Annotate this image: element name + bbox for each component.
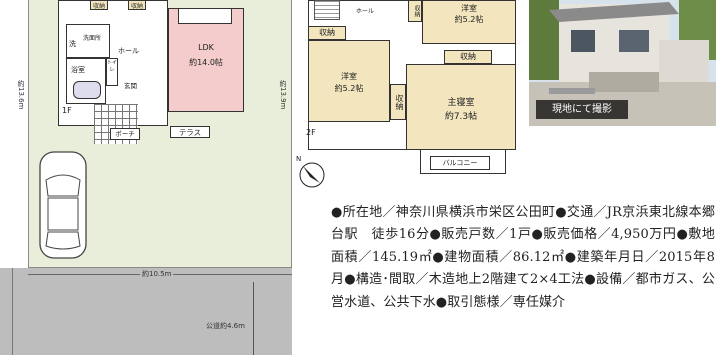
youshitsu-a-name: 洋室 [461, 4, 477, 13]
washroom-label: 洗面所 [83, 35, 102, 42]
ldk-name: LDK [198, 43, 214, 52]
storage-right: 収納 [444, 50, 492, 64]
master-size: 約7.3帖 [444, 112, 478, 122]
youshitsu-b-size: 約5.2帖 [334, 84, 364, 93]
north-arrow-icon [299, 162, 325, 188]
house-photo-illustration [529, 0, 716, 126]
terrace-label: テラス [170, 126, 210, 138]
compass: N [296, 155, 326, 191]
ldk-size: 約14.0帖 [189, 58, 223, 67]
car-icon [39, 151, 87, 259]
youshitsu-b-name: 洋室 [341, 72, 357, 81]
balcony-label: バルコニー [430, 156, 490, 170]
storage-a: 収納 [90, 0, 108, 10]
entrance-label: 玄関 [124, 82, 137, 90]
bathroom: 浴室 [66, 58, 106, 104]
washroom: 洗 洗面所 [66, 24, 110, 58]
hall-label: ホール [118, 47, 139, 55]
storage-b: 収納 [128, 0, 146, 10]
dimension-road: 公道約4.6m [206, 322, 245, 330]
ldk-room: LDK 約14.0帖 [168, 8, 244, 112]
master-bedroom: 主寝室 約7.3帖 [406, 64, 516, 150]
wash-label: 洗 [69, 40, 76, 48]
road-width-line [253, 282, 254, 355]
storage-mid: 収納 [390, 84, 406, 120]
compass-letter: N [296, 155, 302, 163]
youshitsu-a-size: 約5.2帖 [454, 15, 484, 24]
floor1-plan: 収納 収納 洗 洗面所 浴室 トイレ ホール 玄関 1F LDK 約14.0帖 … [58, 0, 244, 144]
dimension-left: 約13.6m [17, 80, 25, 110]
road-edge-line [12, 268, 13, 355]
public-road [0, 268, 292, 355]
youshitsu-a: 洋室 約5.2帖 [422, 0, 516, 44]
master-name: 主寝室 [447, 98, 475, 108]
storage-left: 収納 [308, 26, 346, 40]
floor2-label: 2F [306, 128, 316, 137]
bathtub-icon [73, 81, 101, 99]
youshitsu-b: 洋室 約5.2帖 [308, 40, 390, 122]
kitchen-counter [178, 8, 232, 24]
toilet: トイレ [106, 58, 118, 86]
lot-boundary [28, 0, 292, 268]
storage-top: 収納 [408, 0, 422, 22]
property-description: ●所在地／神奈川県横浜市栄区公田町●交通／JR京浜東北線本郷台駅 徒歩16分●販… [331, 205, 715, 310]
photo-caption: 現地にて撮影 [536, 100, 628, 119]
floor2-plan: ホール 収納 洋室 約5.2帖 収納 洋室 約5.2帖 収納 収納 主寝室 約7… [300, 0, 520, 175]
balcony-outline [420, 150, 506, 174]
porch-label: ポーチ [110, 128, 140, 140]
bath-label: 浴室 [71, 66, 85, 74]
stairs [314, 0, 340, 20]
dimension-frontage: 約10.5m [140, 269, 174, 279]
site-photo [529, 0, 716, 126]
hall-2f-label: ホール [356, 8, 375, 15]
floor1-label: 1F [62, 106, 72, 115]
dimension-right: 約13.9m [279, 80, 287, 110]
